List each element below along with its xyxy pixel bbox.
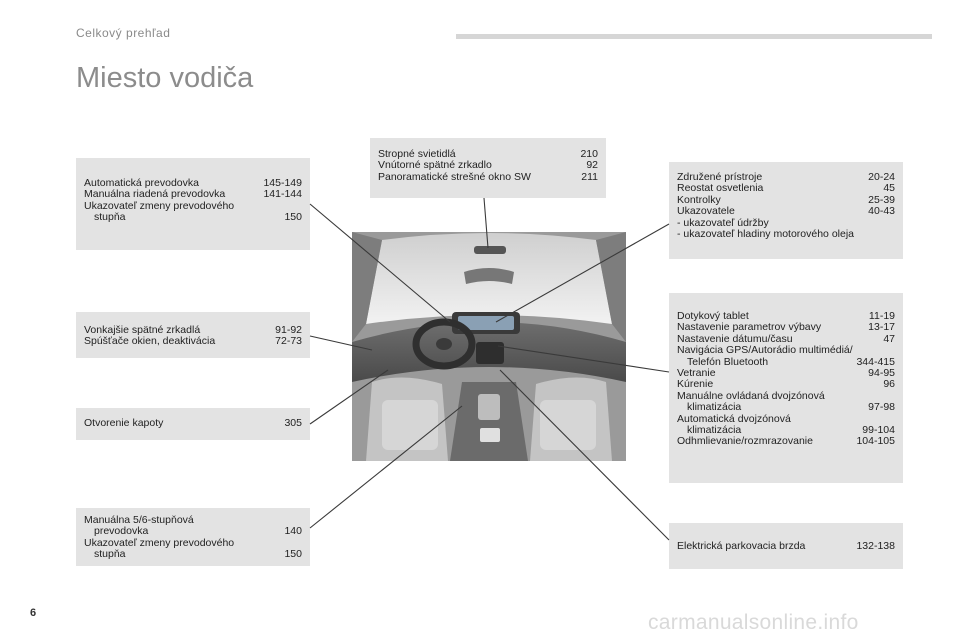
page-title: Miesto vodiča [76, 62, 254, 94]
dashboard-photo [352, 232, 626, 461]
sub-entry: - ukazovateľ údržby [677, 216, 769, 229]
section-header: Celkový prehľad [76, 26, 171, 40]
dashboard-illustration [352, 232, 626, 461]
index-entry: Ukazovateľ zmeny prevodového [84, 536, 235, 549]
index-entry: Navigácia GPS/Autorádio multimédiá/ [677, 344, 853, 357]
index-entry: Automatická dvojzónová [677, 412, 791, 425]
index-entry: Ukazovateľ zmeny prevodového [84, 199, 235, 212]
sub-entry: - ukazovateľ hladiny motorového oleja [677, 228, 854, 241]
page-number: 6 [30, 607, 37, 619]
header-rule [456, 34, 932, 39]
index-entry: Manuálne ovládaná dvojzónová [677, 389, 825, 402]
index-entry: Manuálna 5/6-stupňová [84, 514, 194, 526]
watermark: carmanualsonline.info [648, 611, 859, 634]
